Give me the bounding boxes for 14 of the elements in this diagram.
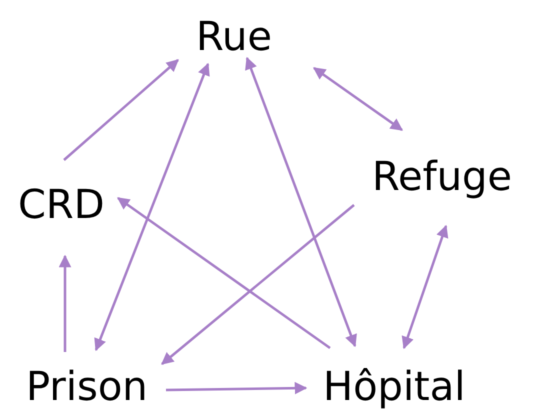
node-label: Prison — [26, 364, 148, 410]
arrow — [245, 56, 357, 348]
arrow — [312, 66, 404, 132]
node-label: Rue — [196, 14, 272, 60]
arrow — [58, 254, 72, 352]
arrow — [94, 62, 210, 352]
arrow — [402, 224, 448, 350]
node-label: Refuge — [372, 154, 512, 200]
arrow — [63, 59, 179, 161]
node-label: CRD — [18, 182, 105, 228]
node-label: Hôpital — [323, 364, 466, 410]
arrow — [166, 382, 308, 394]
arrow — [161, 204, 355, 365]
arrow — [116, 196, 331, 350]
